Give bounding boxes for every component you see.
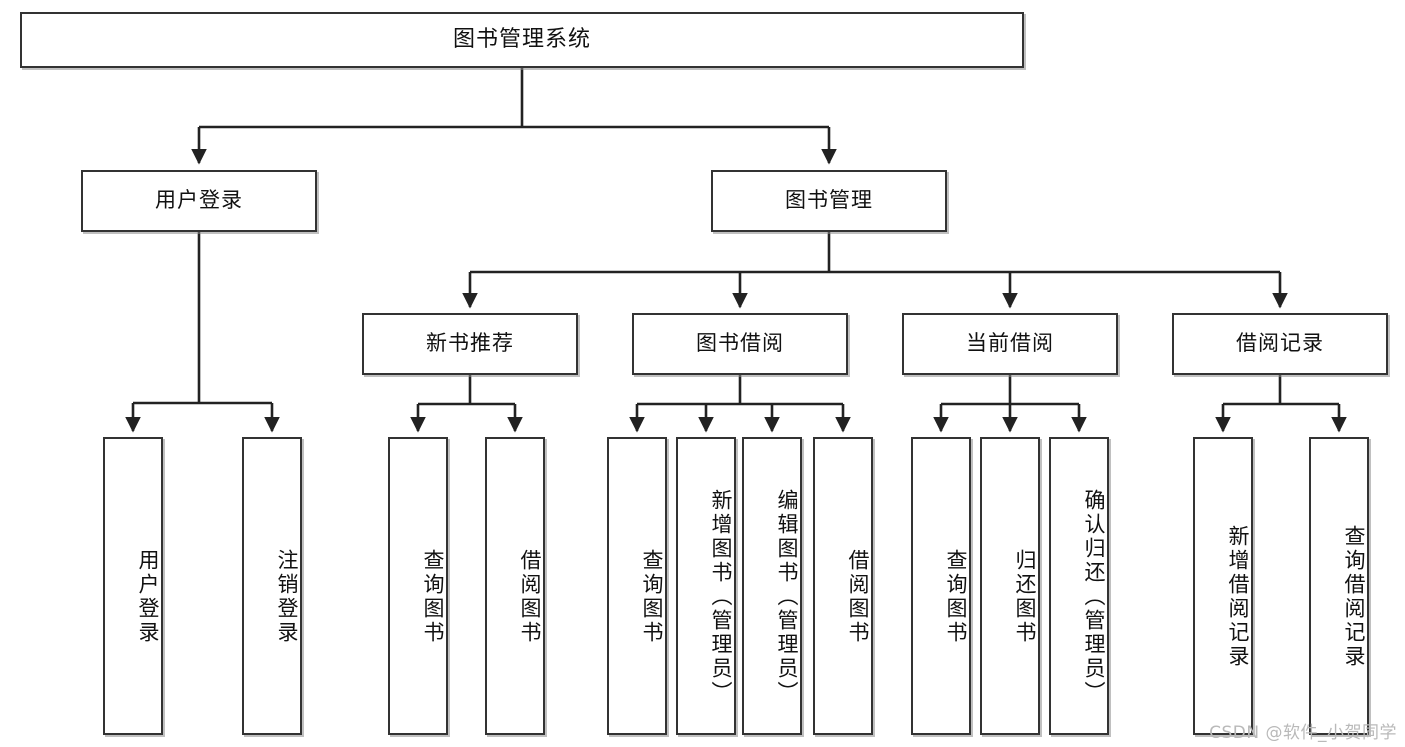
- leaf-query-book-current[interactable]: 查询图书: [911, 437, 971, 735]
- leaf-user-login[interactable]: 用户登录: [103, 437, 163, 735]
- leaf-query-book-recommend[interactable]: 查询图书: [388, 437, 448, 735]
- leaf-add-borrow-record[interactable]: 新增借阅记录: [1193, 437, 1253, 735]
- leaf-return-book[interactable]: 归还图书: [980, 437, 1040, 735]
- leaf-add-book-admin[interactable]: 新增图书（管理员）: [676, 437, 736, 735]
- node-root-system[interactable]: 图书管理系统: [20, 12, 1024, 68]
- leaf-query-borrow-record[interactable]: 查询借阅记录: [1309, 437, 1369, 735]
- leaf-borrow-book-borrow[interactable]: 借阅图书: [813, 437, 873, 735]
- node-borrow-record[interactable]: 借阅记录: [1172, 313, 1388, 375]
- leaf-borrow-book-recommend[interactable]: 借阅图书: [485, 437, 545, 735]
- node-book-manage[interactable]: 图书管理: [711, 170, 947, 232]
- leaf-query-book-borrow[interactable]: 查询图书: [607, 437, 667, 735]
- leaf-logout-login[interactable]: 注销登录: [242, 437, 302, 735]
- node-book-borrow[interactable]: 图书借阅: [632, 313, 848, 375]
- csdn-watermark: CSDN @软件_小贺同学: [1209, 723, 1397, 743]
- node-user-login[interactable]: 用户登录: [81, 170, 317, 232]
- node-current-borrow[interactable]: 当前借阅: [902, 313, 1118, 375]
- leaf-confirm-return-admin[interactable]: 确认归还（管理员）: [1049, 437, 1109, 735]
- node-new-book-recommend[interactable]: 新书推荐: [362, 313, 578, 375]
- leaf-edit-book-admin[interactable]: 编辑图书（管理员）: [742, 437, 802, 735]
